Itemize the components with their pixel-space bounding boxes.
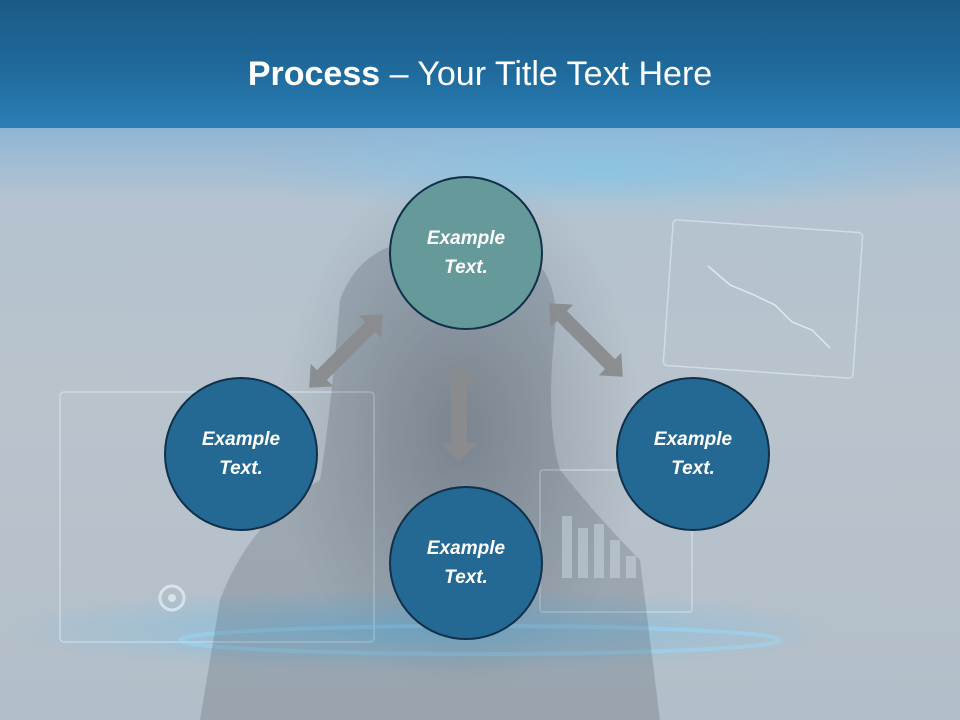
node-label-line1: Example [201, 429, 281, 450]
hud-bar [626, 556, 636, 578]
double-arrow-left-top [309, 314, 383, 388]
figure-silhouette [200, 240, 660, 720]
process-node-right[interactable]: Example Text. [616, 377, 770, 531]
hud-line-trace [707, 265, 831, 349]
node-text: Example Text. [427, 534, 505, 592]
hud-target-icon [158, 584, 186, 612]
node-text: Example Text. [427, 224, 505, 282]
process-node-bottom[interactable]: Example Text. [389, 486, 543, 640]
hud-bar [578, 528, 588, 578]
hud-bar [594, 524, 604, 578]
title-rest: – Your Title Text Here [380, 55, 713, 93]
node-label-line2: Text. [219, 458, 263, 479]
hud-target-dot [168, 594, 176, 602]
node-label-line2: Text. [444, 257, 488, 278]
hud-panel-chart [662, 219, 864, 379]
node-label-line1: Example [426, 538, 506, 559]
node-label-line2: Text. [444, 567, 488, 588]
node-text: Example Text. [202, 425, 280, 483]
double-arrow-vertical [440, 363, 478, 461]
node-label-line2: Text. [671, 458, 715, 479]
title-bold: Process [247, 55, 381, 93]
node-label-line1: Example [653, 429, 733, 450]
process-node-top[interactable]: Example Text. [389, 176, 543, 330]
hud-bar [610, 540, 620, 578]
slide-title: Process – Your Title Text Here [0, 52, 960, 96]
node-label-line1: Example [426, 228, 506, 249]
node-text: Example Text. [654, 425, 732, 483]
process-node-left[interactable]: Example Text. [164, 377, 318, 531]
title-bar [0, 0, 960, 128]
hud-bar [562, 516, 572, 578]
double-arrow-right-top [549, 303, 623, 377]
